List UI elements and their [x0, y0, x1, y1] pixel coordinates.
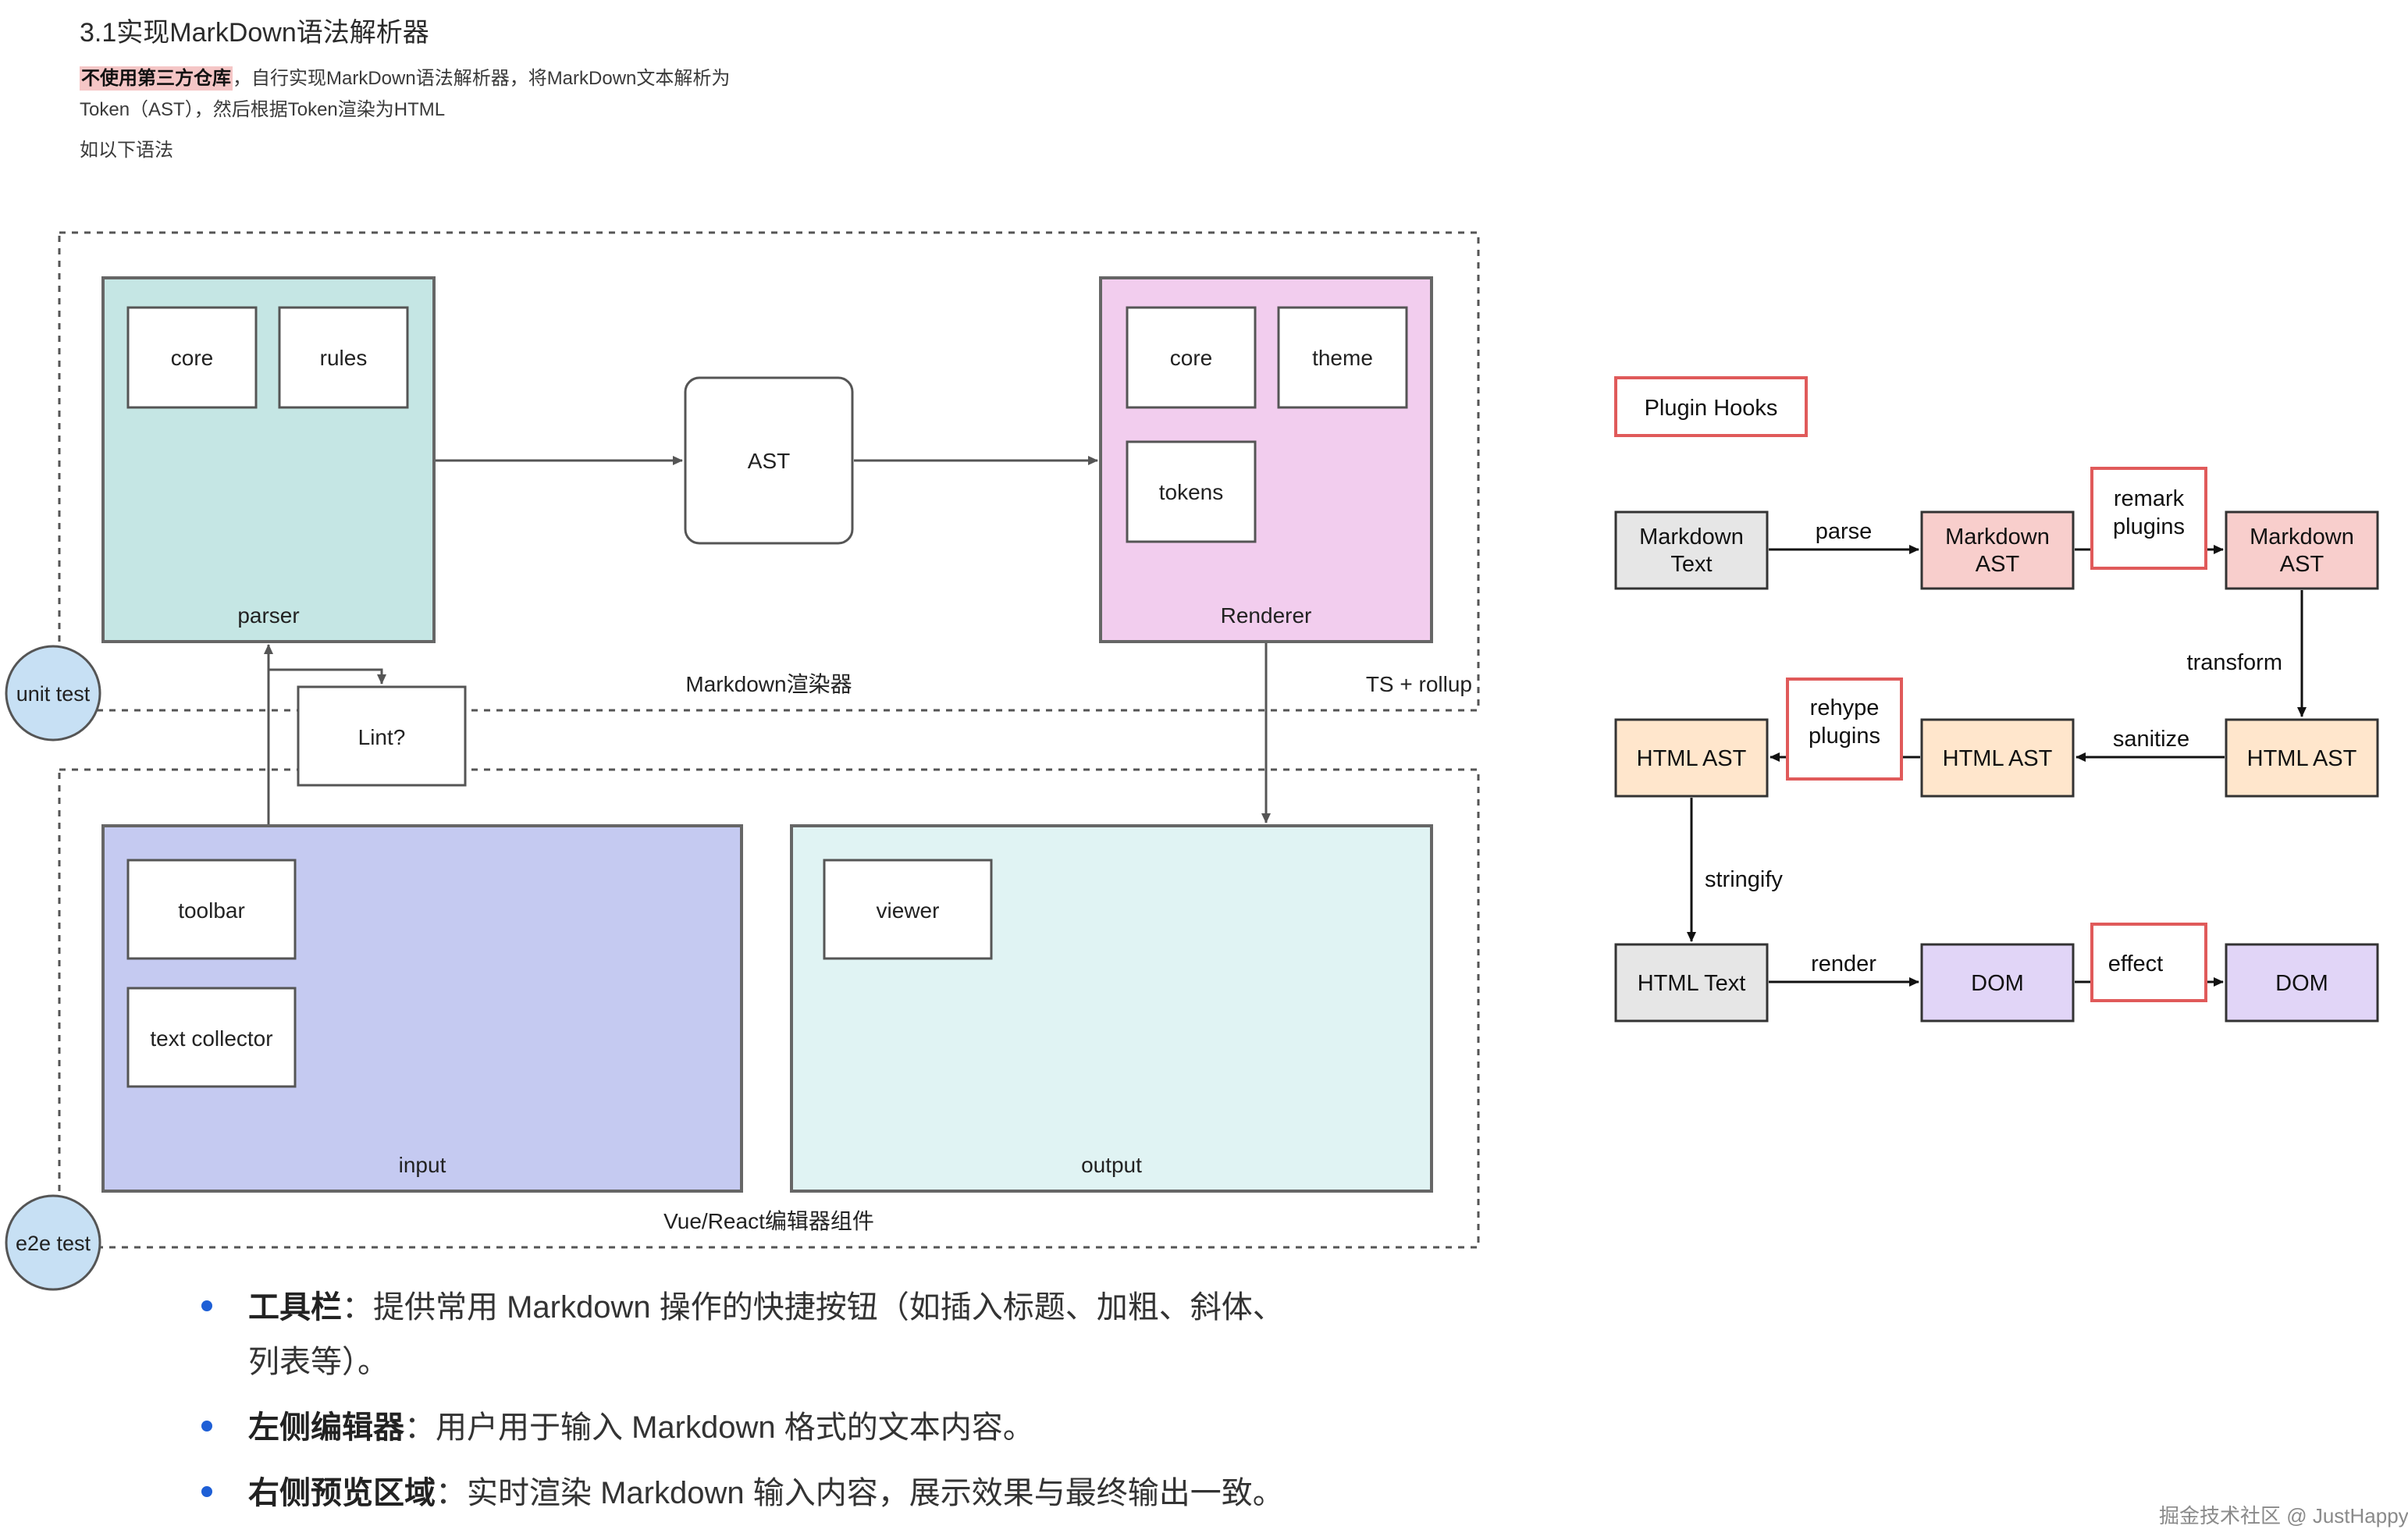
hook-remark-plugins	[2090, 467, 2207, 570]
hook-effect-label: effect	[2108, 951, 2163, 976]
unit-test-circle	[5, 645, 101, 742]
unit-test-label: unit test	[16, 682, 91, 706]
edge-parse-label: parse	[1816, 519, 1873, 544]
hook-rehype-line2: plugins	[1809, 724, 1880, 749]
bullet-text: ：实时渲染 Markdown 输入内容，展示效果与最终输出一致。	[436, 1476, 1284, 1510]
node-markdown-text-line1: Markdown	[1639, 525, 1744, 549]
renderer-core-label: core	[1170, 346, 1212, 370]
node-html-text	[1614, 943, 1769, 1023]
node-dom-1-label: DOM	[1971, 971, 2024, 996]
parser-core-box	[126, 306, 258, 409]
edge-transform-label: transform	[2187, 650, 2282, 675]
highlight-text: 不使用第三方仓库	[80, 66, 233, 91]
node-html-ast-3	[2225, 718, 2379, 798]
plugin-hooks-label: Plugin Hooks	[1645, 396, 1778, 421]
bullet-text-continued: 列表等）。	[248, 1345, 389, 1379]
node-html-ast-1	[1614, 718, 1769, 798]
parser-label: parser	[237, 603, 299, 628]
bullet-term: 右侧预览区域	[248, 1476, 436, 1510]
hook-rehype-plugins	[1786, 678, 1903, 781]
node-markdown-ast-2-line1: Markdown	[2250, 525, 2354, 549]
intro-line-1-rest: ，自行实现MarkDown语法解析器，将MarkDown文本解析为	[233, 68, 731, 89]
node-markdown-ast-1-line1: Markdown	[1945, 525, 2050, 549]
renderer-group-label: Markdown渲染器	[685, 672, 852, 696]
e2e-test-label: e2e test	[16, 1232, 91, 1255]
renderer-label: Renderer	[1221, 603, 1312, 628]
list-item: 右侧预览区域：实时渲染 Markdown 输入内容，展示效果与最终输出一致。	[201, 1466, 1372, 1520]
parser-rules-label: rules	[320, 346, 368, 370]
bullet-dot	[201, 1486, 212, 1497]
feature-list: 工具栏：提供常用 Markdown 操作的快捷按钮（如插入标题、加粗、斜体、 列…	[201, 1280, 1372, 1531]
e2e-test-circle	[5, 1194, 101, 1291]
renderer-theme-label: theme	[1312, 346, 1373, 370]
text-collector-box	[126, 987, 297, 1088]
bullet-term: 左侧编辑器	[248, 1410, 404, 1445]
renderer-tokens-box	[1126, 440, 1257, 543]
viewer-box	[823, 859, 993, 960]
parser-rules-box	[278, 306, 409, 409]
node-markdown-ast-1	[1920, 510, 2075, 590]
list-item: 左侧编辑器：用户用于输入 Markdown 格式的文本内容。	[201, 1400, 1372, 1455]
lint-branch-arrow	[269, 668, 386, 685]
input-label: input	[399, 1153, 446, 1177]
node-dom-2	[2225, 943, 2379, 1023]
hook-rehype-line1: rehype	[1810, 695, 1880, 720]
node-dom-2-label: DOM	[2275, 971, 2328, 996]
renderer-tokens-label: tokens	[1159, 480, 1224, 504]
node-markdown-ast-2-line2: AST	[2280, 552, 2324, 577]
bullet-dot	[201, 1421, 212, 1432]
node-markdown-ast-2	[2225, 510, 2379, 590]
node-markdown-text-line2: Text	[1670, 552, 1712, 577]
edge-stringify-label: stringify	[1705, 867, 1783, 892]
viewer-label: viewer	[877, 898, 940, 923]
node-markdown-text	[1614, 510, 1769, 590]
parser-core-label: core	[171, 346, 213, 370]
bullet-dot	[201, 1300, 212, 1311]
hook-remark-line2: plugins	[2113, 514, 2185, 539]
renderer-group-tool: TS + rollup	[1366, 672, 1472, 696]
text-collector-label: text collector	[150, 1026, 272, 1051]
bullet-term: 工具栏	[248, 1290, 342, 1325]
lint-box	[297, 685, 467, 787]
node-html-text-label: HTML Text	[1638, 971, 1746, 996]
ast-box	[684, 376, 854, 545]
bullet-text: ：提供常用 Markdown 操作的快捷按钮（如插入标题、加粗、斜体、	[342, 1290, 1284, 1325]
node-dom-1	[1920, 943, 2075, 1023]
renderer-core-box	[1126, 306, 1257, 409]
intro-line-3: 如以下语法	[80, 140, 173, 161]
node-html-ast-3-label: HTML AST	[2247, 746, 2357, 771]
editor-group-label: Vue/React编辑器组件	[663, 1209, 874, 1233]
intro-line-1: 不使用第三方仓库，自行实现MarkDown语法解析器，将MarkDown文本解析…	[80, 62, 731, 91]
toolbar-label: toolbar	[178, 898, 245, 923]
toolbar-box	[126, 859, 297, 960]
node-html-ast-1-label: HTML AST	[1637, 746, 1747, 771]
section-heading: 3.1实现MarkDown语法解析器	[80, 18, 429, 48]
ast-label: AST	[748, 449, 790, 473]
node-html-ast-2-label: HTML AST	[1943, 746, 2053, 771]
renderer-theme-box	[1277, 306, 1408, 409]
list-item: 工具栏：提供常用 Markdown 操作的快捷按钮（如插入标题、加粗、斜体、 列…	[201, 1280, 1372, 1389]
edge-render-label: render	[1811, 951, 1876, 976]
node-markdown-ast-1-line2: AST	[1976, 552, 2020, 577]
edge-sanitize-label: sanitize	[2113, 727, 2189, 752]
output-label: output	[1081, 1153, 1142, 1177]
node-html-ast-2	[1920, 718, 2075, 798]
watermark-credit: 掘金技术社区 @ JustHappy	[2159, 1504, 2408, 1528]
hook-remark-line1: remark	[2114, 486, 2185, 511]
lint-label: Lint?	[358, 725, 406, 749]
bullet-text: ：用户用于输入 Markdown 格式的文本内容。	[404, 1410, 1034, 1445]
plugin-hooks-legend	[1614, 376, 1808, 437]
hook-effect	[2090, 923, 2207, 1002]
intro-line-2: Token（AST），然后根据Token渲染为HTML	[80, 99, 446, 120]
